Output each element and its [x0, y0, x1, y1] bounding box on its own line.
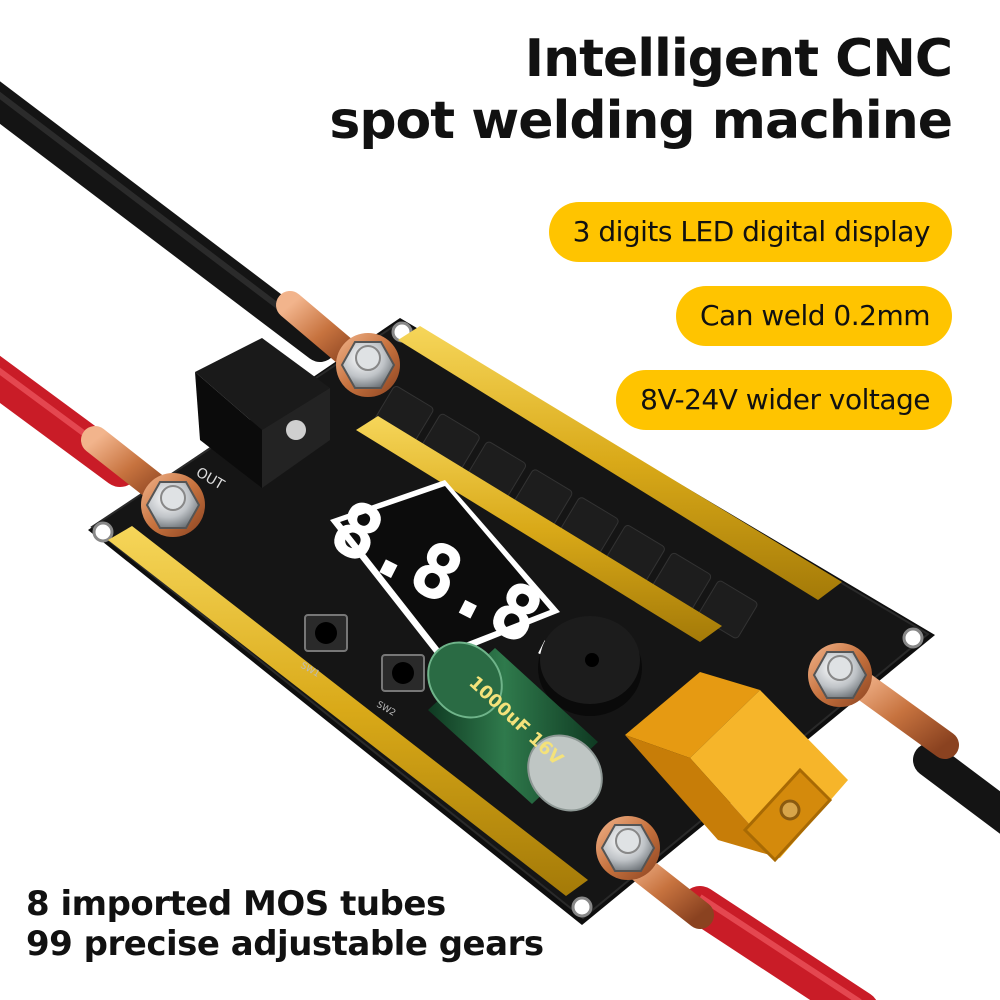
- mounting-hole: [571, 896, 593, 918]
- bus-bar-middle: [356, 416, 722, 642]
- black-cable-top-left: [0, 81, 337, 362]
- terminal-top: [276, 291, 400, 397]
- terminal-left: [81, 426, 205, 537]
- feature-pill-voltage: 8V-24V wider voltage: [616, 370, 952, 430]
- bottom-feature-text: 8 imported MOS tubes 99 precise adjustab…: [26, 884, 544, 964]
- terminal-bottom: [596, 816, 714, 929]
- bottom-line-1: 8 imported MOS tubes: [26, 884, 446, 924]
- led-display: [330, 480, 560, 660]
- bus-bar-bottom: [108, 526, 588, 896]
- push-button-sw1: [304, 614, 348, 652]
- bus-bar-top: [398, 326, 842, 600]
- buzzer: [538, 616, 642, 716]
- capacitor: [427, 641, 603, 812]
- mounting-hole: [902, 627, 924, 649]
- title-line-2: spot welding machine: [329, 91, 953, 151]
- feature-pill-weld-thickness: Can weld 0.2mm: [675, 286, 952, 346]
- product-title: Intelligent CNC spot welding machine: [252, 28, 953, 152]
- push-button-sw2: [381, 654, 425, 692]
- title-line-1: Intelligent CNC: [524, 29, 953, 89]
- red-cable-bottom: [681, 886, 877, 1000]
- feature-pill-display: 3 digits LED digital display: [548, 202, 952, 262]
- bottom-line-2: 99 precise adjustable gears: [26, 924, 544, 964]
- xt60-connector: [625, 672, 848, 863]
- terminal-right: [808, 643, 959, 759]
- black-cable-right: [913, 743, 1000, 834]
- dc-power-jack: [195, 338, 330, 488]
- mounting-hole: [92, 521, 114, 543]
